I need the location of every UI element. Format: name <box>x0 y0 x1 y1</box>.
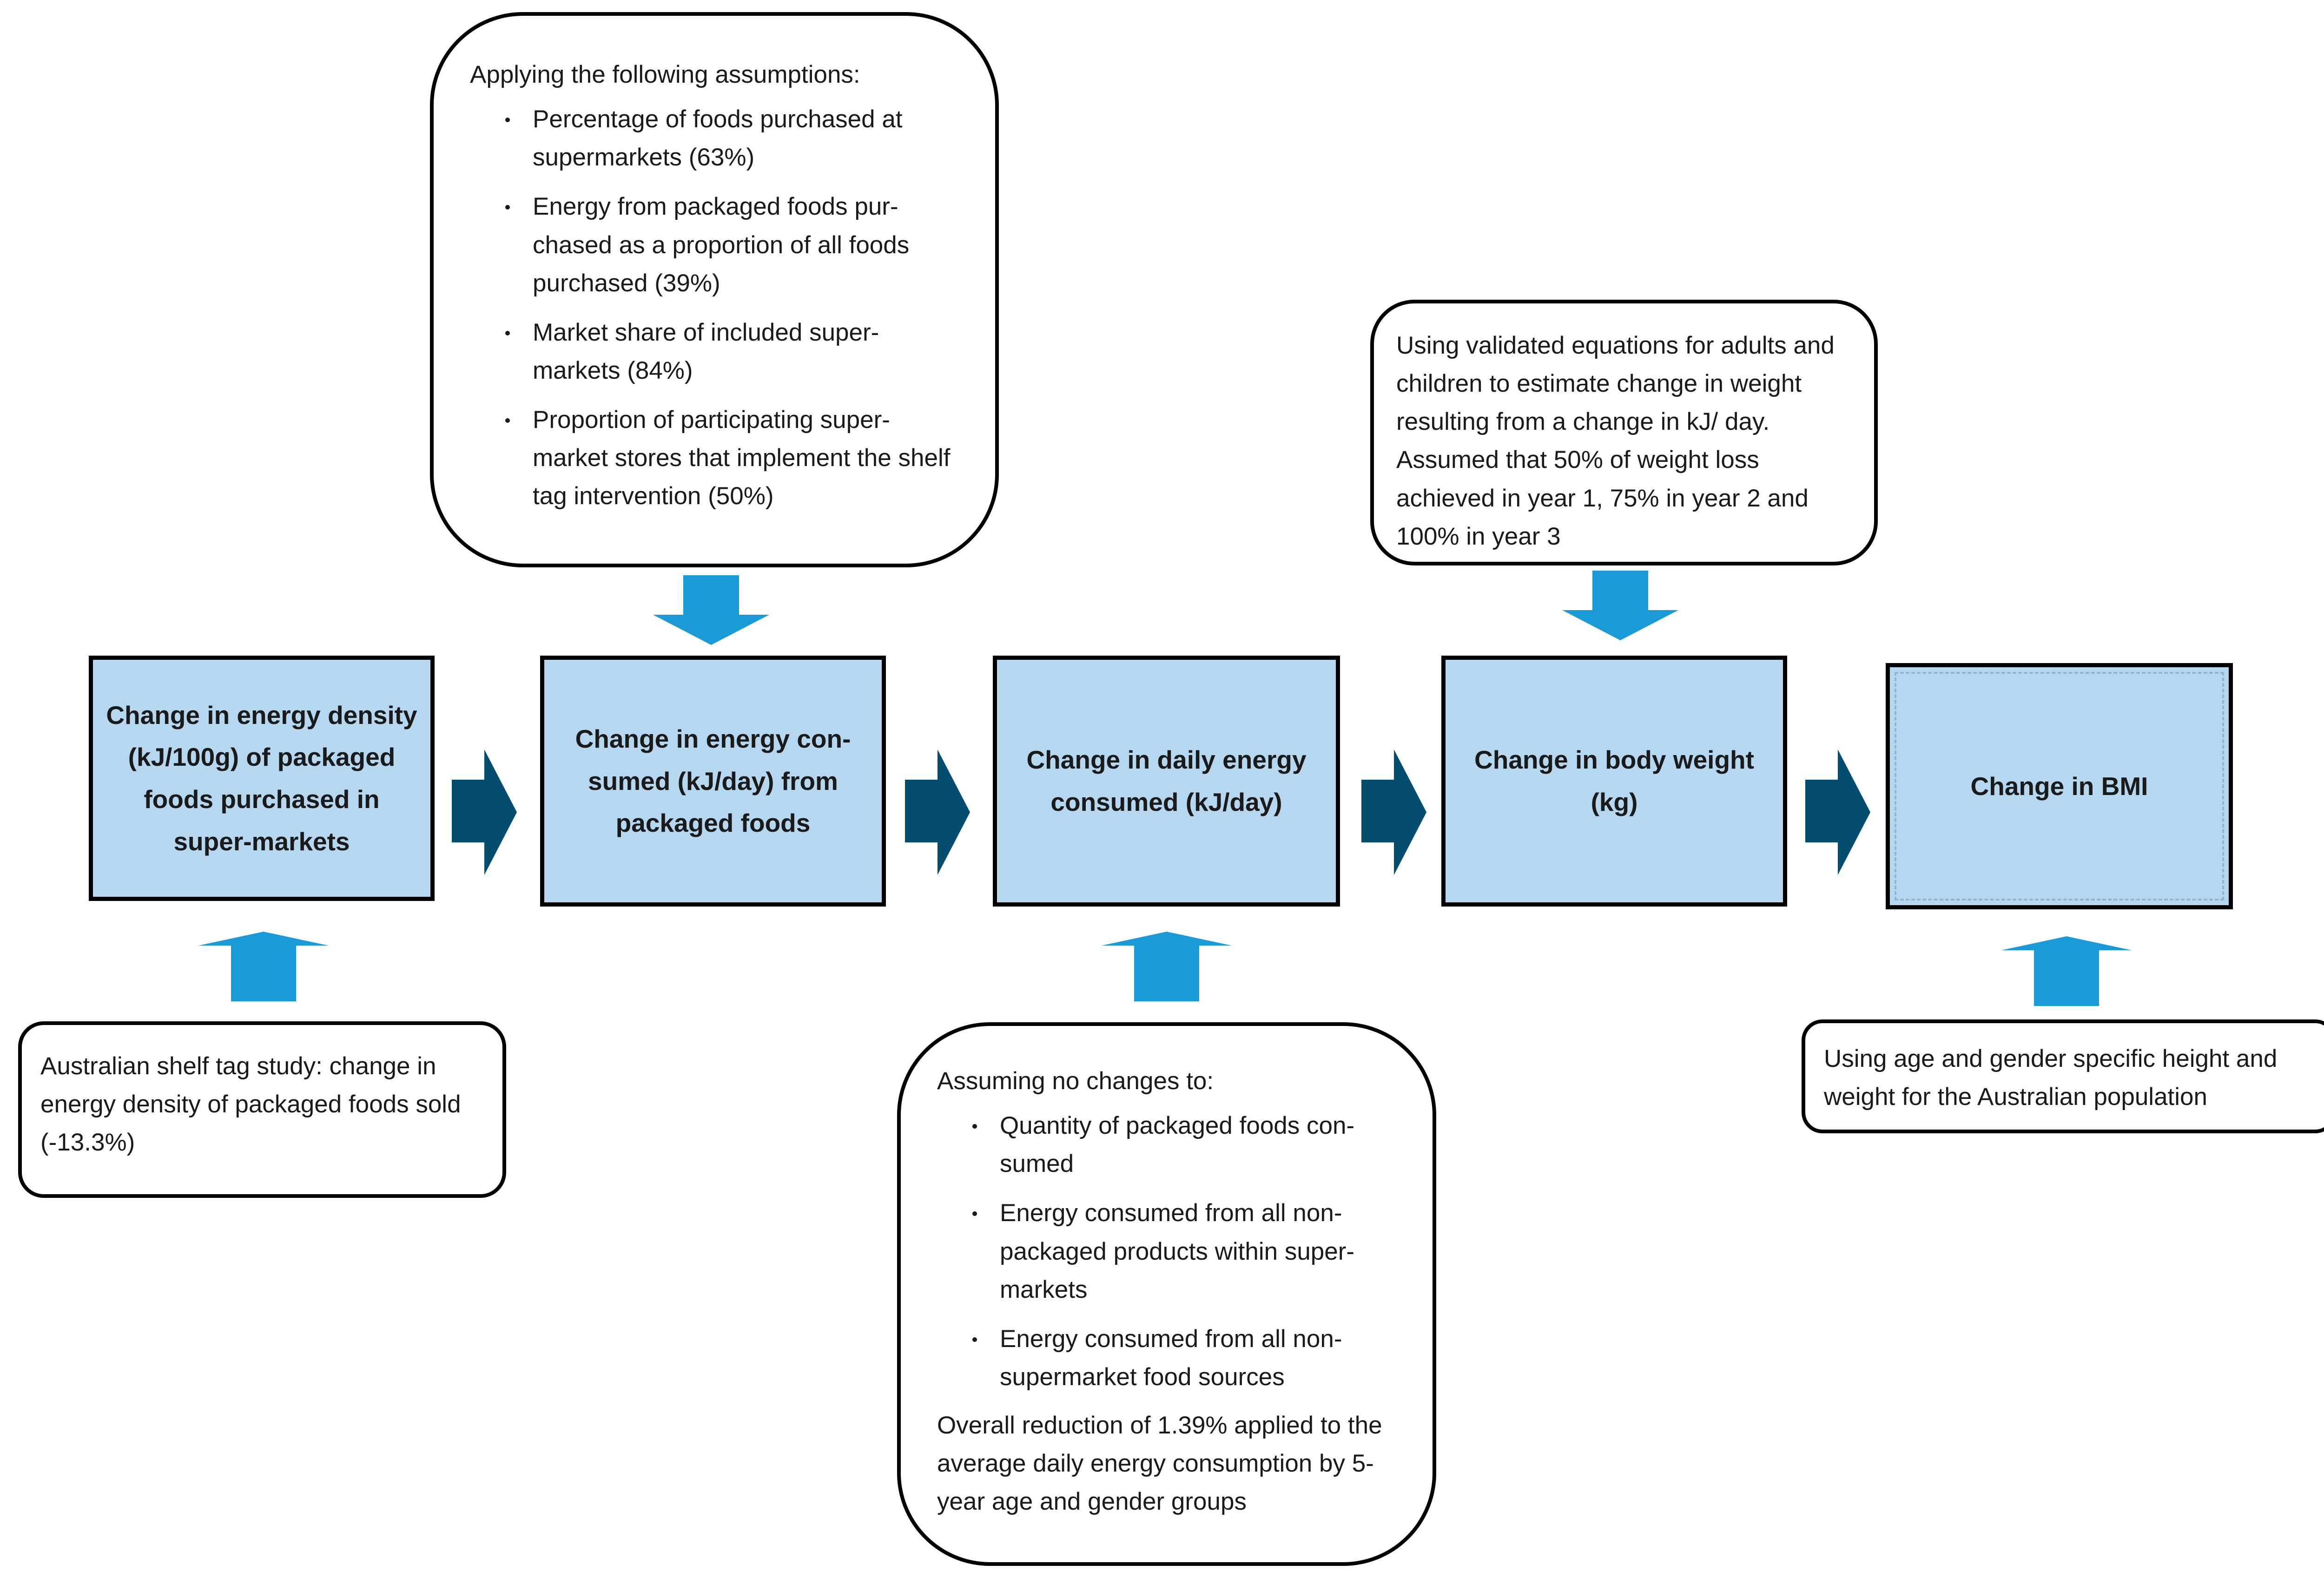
box-energy-density-change-label: Change in energy density (kJ/100g) of pa… <box>106 700 417 856</box>
box-daily-energy-consumed: Change in daily energy consumed (kJ/day) <box>993 656 1340 907</box>
input-arrow-assumptions <box>653 575 769 645</box>
note-assumptions-list: Percentage of foods purchased at superma… <box>470 100 963 515</box>
bullet-icon <box>972 1124 977 1129</box>
box-body-weight-change: Change in body weight (kg) <box>1441 656 1787 907</box>
input-arrow-equations <box>1562 571 1678 640</box>
assumption-item-text: Market share of included super-markets (… <box>533 318 879 384</box>
flow-arrow-3 <box>1361 749 1426 875</box>
bullet-icon <box>505 418 510 423</box>
assumption-item-text: Percentage of foods purchased at superma… <box>533 105 903 171</box>
assumption-item: Market share of included super-markets (… <box>470 314 963 390</box>
assumption-item-text: Proportion of participating super-market… <box>533 406 951 510</box>
flow-arrow-4 <box>1805 749 1870 875</box>
assumption-item: Percentage of foods purchased at superma… <box>470 100 963 177</box>
input-arrow-shelf-tag <box>198 932 329 1001</box>
note-weight-equations-text: Using validated equations for adults and… <box>1396 332 1835 550</box>
note-assumptions: Applying the following assumptions: Perc… <box>430 12 999 567</box>
bullet-icon <box>972 1211 977 1216</box>
bullet-icon <box>505 330 510 335</box>
box-energy-consumed-packaged: Change in energy con-sumed (kJ/day) from… <box>540 656 886 907</box>
flow-arrow-2 <box>905 749 970 875</box>
no-change-item-text: Energy consumed from all non-packaged pr… <box>1000 1199 1355 1303</box>
note-weight-equations: Using validated equations for adults and… <box>1370 300 1878 565</box>
no-change-item-text: Energy consumed from all non-supermarket… <box>1000 1325 1342 1391</box>
bullet-icon <box>505 205 510 210</box>
note-no-changes: Assuming no changes to: Quantity of pack… <box>897 1022 1436 1566</box>
box-energy-consumed-packaged-label: Change in energy con-sumed (kJ/day) from… <box>575 724 851 838</box>
no-change-item: Energy consumed from all non-supermarket… <box>937 1320 1400 1396</box>
box-body-weight-change-label: Change in body weight (kg) <box>1474 745 1754 816</box>
note-shelf-tag-study: Australian shelf tag study: change in en… <box>18 1021 506 1198</box>
box-bmi-change-label: Change in BMI <box>1970 771 2148 801</box>
no-change-item: Energy consumed from all non-packaged pr… <box>937 1194 1400 1308</box>
no-change-item-text: Quantity of packaged foods con-sumed <box>1000 1112 1355 1178</box>
assumption-item: Energy from packaged foods pur-chased as… <box>470 188 963 302</box>
bullet-icon <box>972 1337 977 1342</box>
box-energy-density-change: Change in energy density (kJ/100g) of pa… <box>89 656 435 901</box>
note-no-changes-list: Quantity of packaged foods con-sumed Ene… <box>937 1107 1400 1396</box>
bullet-icon <box>505 118 510 123</box>
flow-arrow-1 <box>452 749 517 875</box>
note-height-weight: Using age and gender specific height and… <box>1802 1019 2324 1133</box>
assumption-item: Proportion of participating super-market… <box>470 401 963 515</box>
note-no-changes-footer: Overall reduction of 1.39% applied to th… <box>937 1412 1382 1516</box>
note-height-weight-text: Using age and gender specific height and… <box>1824 1045 2278 1111</box>
box-bmi-change: Change in BMI <box>1886 663 2233 909</box>
box-daily-energy-consumed-label: Change in daily energy consumed (kJ/day) <box>1026 745 1307 816</box>
note-shelf-tag-text: Australian shelf tag study: change in en… <box>40 1052 461 1157</box>
note-assumptions-heading: Applying the following assumptions: <box>470 61 860 88</box>
input-arrow-no-changes <box>1102 932 1232 1001</box>
no-change-item: Quantity of packaged foods con-sumed <box>937 1107 1400 1183</box>
assumption-item-text: Energy from packaged foods pur-chased as… <box>533 193 910 297</box>
input-arrow-height-weight <box>2001 936 2132 1006</box>
note-no-changes-heading: Assuming no changes to: <box>937 1067 1214 1095</box>
